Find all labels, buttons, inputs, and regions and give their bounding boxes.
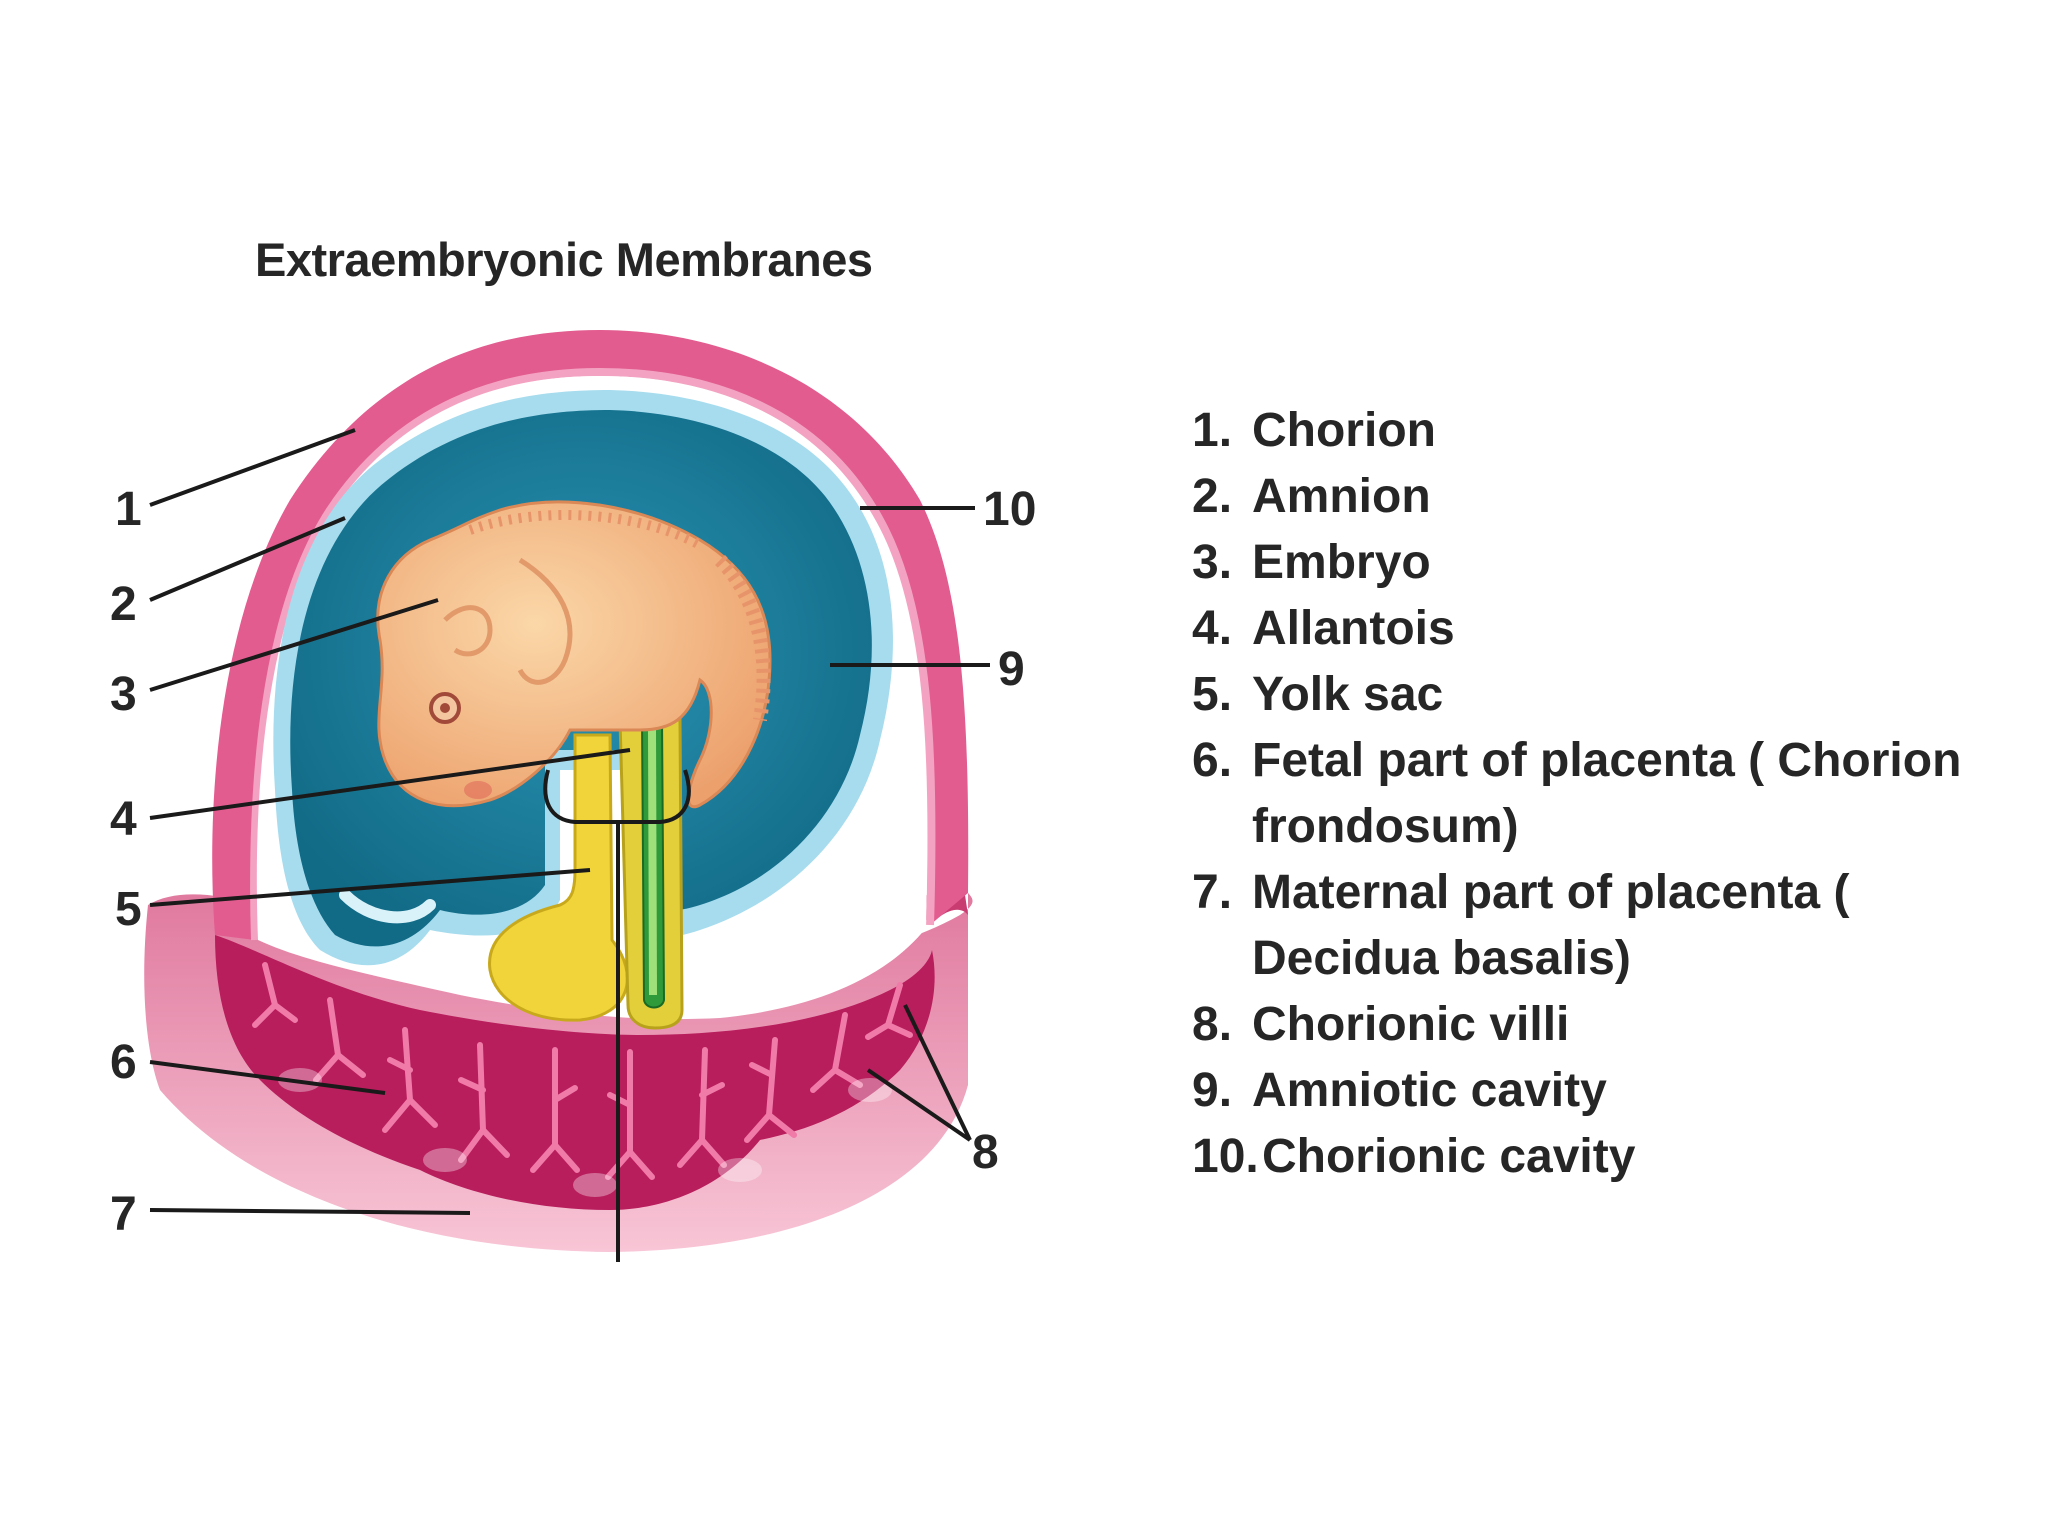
legend-text-yolk-sac: Yolk sac [1252,668,1444,721]
label-2: 2 [110,578,137,631]
legend-item-8: 8.Chorionic villi [1192,998,1570,1051]
legend-item-4: 4.Allantois [1192,602,1455,655]
legend-item-1: 1.Chorion [1192,404,1436,457]
legend-list: 1.Chorion 2.Amnion 3.Embryo 4.Allantois … [1192,398,2002,1190]
chorionic-villi [252,962,913,1180]
legend-item-7: 7.Maternal part of placenta ( Decidua ba… [1192,866,1850,985]
label-7: 7 [110,1188,137,1241]
chorion-frondosum [215,935,935,1210]
label-9: 9 [998,643,1025,696]
legend-item-2: 2.Amnion [1192,470,1431,523]
diagram-title: Extraembryonic Membranes [255,233,873,286]
embryo [376,500,772,809]
legend-text-maternal-placenta: Maternal part of placenta ( Decidua basa… [1252,866,1850,985]
legend-text-fetal-placenta: Fetal part of placenta ( Chorion frondos… [1252,734,1962,853]
label-8: 8 [972,1126,999,1179]
legend-text-chorion: Chorion [1252,404,1436,457]
label-5: 5 [115,883,142,936]
legend-text-amnion: Amnion [1252,470,1431,523]
legend-item-6: 6.Fetal part of placenta ( Chorion frond… [1192,734,1962,853]
legend-text-chorionic-villi: Chorionic villi [1252,998,1570,1051]
legend-item-5: 5.Yolk sac [1192,668,1444,721]
legend-item-10: 10.Chorionic cavity [1192,1130,1636,1183]
legend-item-9: 9.Amniotic cavity [1192,1064,1607,1117]
legend-text-embryo: Embryo [1252,536,1431,589]
yolk-sac [488,733,629,1022]
label-4: 4 [110,793,137,846]
label-10: 10 [983,483,1036,536]
label-1: 1 [115,483,142,536]
label-3: 3 [110,668,137,721]
legend-text-chorionic-cavity: Chorionic cavity [1262,1130,1636,1183]
label-6: 6 [110,1036,137,1089]
legend-text-allantois: Allantois [1252,602,1455,655]
leader-lines [149,428,990,1262]
legend-item-3: 3.Embryo [1192,536,1431,589]
legend-text-amniotic-cavity: Amniotic cavity [1252,1064,1607,1117]
